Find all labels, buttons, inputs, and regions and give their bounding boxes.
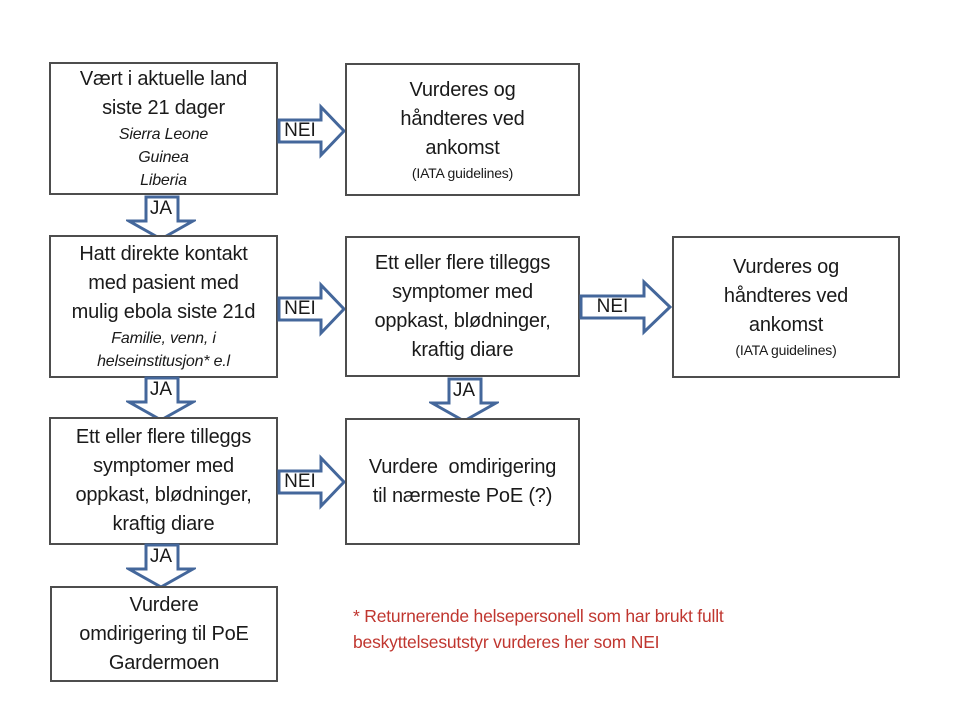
footnote: * Returnerende helsepersonell som har br…: [353, 603, 803, 655]
node-text-subline: helseinstitusjon* e.l: [97, 353, 230, 370]
arrow-label: NEI: [284, 298, 316, 319]
node-text-line: Ett eller flere tilleggs: [75, 426, 252, 448]
node-text-line: oppkast, blødninger,: [374, 309, 551, 332]
node-text-subline: Familie, venn, i: [111, 330, 216, 347]
arrow-nei-3: NEI: [579, 278, 673, 336]
node-text-line: Vurdere: [129, 593, 199, 616]
node-text-line: Gardermoen: [108, 651, 220, 674]
node-text-line: med pasient med: [88, 272, 239, 294]
footnote-line: * Returnerende helsepersonell som har br…: [353, 606, 724, 626]
node-host-country: Vært i aktuelle land siste 21 dager Sier…: [49, 62, 278, 195]
arrow-ja-3: JA: [429, 377, 499, 423]
arrow-label: NEI: [596, 296, 629, 317]
node-text-line: til nærmeste PoE (?): [372, 484, 553, 507]
arrow-label: JA: [149, 546, 173, 567]
block-arrow-right-icon: [579, 278, 673, 336]
arrow-nei-4: NEI: [277, 454, 347, 510]
block-arrow-right-icon: [277, 454, 347, 510]
node-redirect-gardermoen: Vurdere omdirigering til PoE Gardermoen: [50, 586, 278, 682]
block-arrow-down-icon: [429, 377, 499, 423]
footnote-line: beskyttelsesutstyr vurderes her som NEI: [353, 632, 660, 652]
node-text-line: symptomer med: [392, 280, 533, 303]
node-text-subline: Guinea: [138, 149, 189, 166]
node-symptoms-mid: Ett eller flere tilleggs symptomer med o…: [345, 236, 580, 377]
node-assess-arrival-top: Vurderes og håndteres ved ankomst (IATA …: [345, 63, 580, 196]
arrow-label: JA: [149, 379, 173, 400]
node-text-small: (IATA guidelines): [735, 342, 837, 358]
node-assess-arrival-right: Vurderes og håndteres ved ankomst (IATA …: [672, 236, 900, 378]
node-text-small: (IATA guidelines): [411, 164, 514, 181]
node-text-line: Vært i aktuelle land: [79, 68, 248, 90]
arrow-nei-1: NEI: [277, 103, 347, 159]
node-text-line: Vurdere omdirigering: [368, 455, 557, 478]
node-text-line: ankomst: [425, 136, 500, 159]
node-text-line: kraftig diare: [112, 513, 215, 535]
arrow-nei-2: NEI: [277, 281, 347, 337]
block-arrow-right-icon: [277, 281, 347, 337]
node-text-line: Hatt direkte kontakt: [79, 243, 248, 265]
block-arrow-down-icon: [126, 543, 196, 589]
node-text-line: ankomst: [748, 314, 824, 336]
node-text-line: håndteres ved: [723, 285, 849, 307]
node-text-line: omdirigering til PoE: [79, 622, 249, 645]
arrow-label: JA: [149, 198, 173, 219]
node-text-line: Vurderes og: [732, 256, 839, 278]
arrow-label: NEI: [284, 120, 316, 141]
arrow-ja-1: JA: [126, 195, 196, 241]
node-text-line: symptomer med: [93, 455, 234, 477]
node-text-line: siste 21 dager: [102, 97, 225, 119]
node-text-line: mulig ebola siste 21d: [71, 301, 256, 323]
node-text-subline: Liberia: [140, 172, 187, 189]
block-arrow-right-icon: [277, 103, 347, 159]
node-text-line: oppkast, blødninger,: [75, 484, 252, 506]
node-text-subline: Sierra Leone: [118, 126, 209, 143]
arrow-ja-4: JA: [126, 543, 196, 589]
node-text-line: håndteres ved: [400, 107, 525, 130]
arrow-label: JA: [452, 380, 476, 401]
node-redirect-nearest-poe: Vurdere omdirigering til nærmeste PoE (?…: [345, 418, 580, 545]
node-text-line: Vurderes og: [409, 78, 516, 101]
node-text-line: kraftig diare: [411, 338, 514, 361]
arrow-label: NEI: [284, 471, 316, 492]
node-symptoms-left: Ett eller flere tilleggs symptomer med o…: [49, 417, 278, 545]
node-direct-contact: Hatt direkte kontakt med pasient med mul…: [49, 235, 278, 378]
arrow-ja-2: JA: [126, 376, 196, 422]
block-arrow-down-icon: [126, 195, 196, 241]
node-text-line: Ett eller flere tilleggs: [374, 251, 551, 274]
block-arrow-down-icon: [126, 376, 196, 422]
